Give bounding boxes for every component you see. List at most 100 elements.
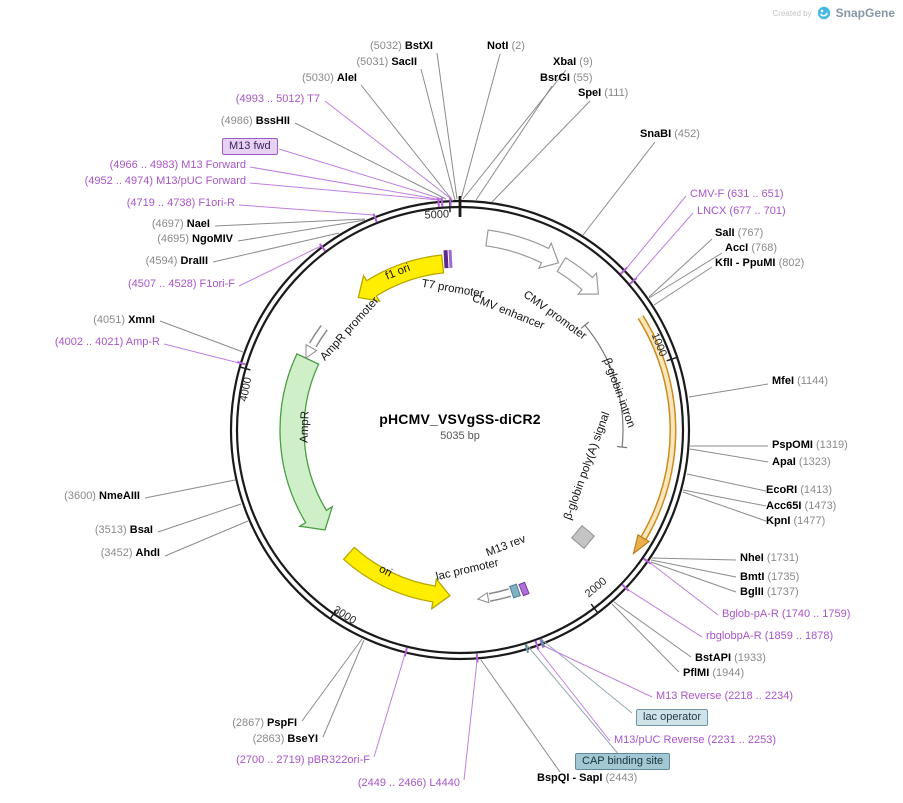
primer-label: (4966 .. 4983) M13 Forward [110,159,246,172]
primer-label: (4952 .. 4974) M13/pUC Forward [85,175,246,188]
enzyme-label: BmtI (1735) [740,571,799,584]
enzyme-label: (4051) XmnI [93,314,155,327]
site-name: BstXI [404,40,433,52]
enzyme-label: PspOMI (1319) [772,439,848,452]
site-name: KpnI [766,515,791,527]
plasmid-size: 5035 bp [440,430,480,442]
enzyme-label: SalI (767) [715,227,763,240]
site-name: BstAPI [695,652,732,664]
site-name: KflI - PpuMI [715,257,776,269]
enzyme-label: (5032) BstXI [370,40,433,53]
tick-3000: 3000 [331,604,358,627]
feature-ampr-arrow [279,353,334,531]
site-name: AhdI [135,547,160,559]
site-name: BmtI [740,571,765,583]
site-pos: (2443) [605,772,638,784]
feature-ampr-promoter-glyph [305,324,328,360]
site-name: PflMI [683,667,710,679]
site-name: pBR322ori-F [307,754,370,766]
snapgene-logo-icon [817,6,830,20]
site-name: Acc65I [766,500,802,512]
enzyme-label: PflMI (1944) [683,667,744,680]
enzyme-label: SnaBI (452) [640,128,700,141]
site-name: SacII [391,56,417,68]
site-name: NaeI [186,218,210,230]
enzyme-label: (4594) DraIII [146,255,208,268]
snapgene-credit: Created by SnapGene [773,6,896,20]
site-name: SpeI [578,87,602,99]
site-name: rbglobpA-R [706,630,762,642]
primer-label: CMV-F (631 .. 651) [690,188,784,201]
plasmid-backbone-circle [229,196,691,661]
site-name: NmeAIII [99,490,140,502]
site-pos: (1323) [798,456,831,468]
site-name: M13/pUC Reverse [614,734,705,746]
site-pos: (4594) [145,255,178,267]
primer-leader-lines [163,100,719,781]
site-name: ApaI [772,456,796,468]
site-pos: (631 .. 651) [727,188,784,200]
enzyme-label: EcoRI (1413) [766,484,832,497]
site-pos: (5030) [301,72,334,84]
site-name: CMV-F [690,188,725,200]
feature-f1-ori-arrow [357,254,445,302]
plasmid-title: pHCMV_VSVgSS-diCR2 5035 bp [330,411,590,442]
enzyme-label: (2863) BseYI [253,733,318,746]
site-pos: (4993 .. 5012) [235,93,305,105]
site-pos: (2867) [232,717,264,729]
site-pos: (767) [737,227,764,239]
site-name: M13 Reverse [656,690,722,702]
boxed-label-lac-operator: lac operator [636,709,709,726]
primer-label: (4719 .. 4738) F1ori-R [127,197,235,210]
boxed-label-m13-fwd: M13 fwd [222,138,278,155]
site-pos: (4986) [220,115,253,127]
site-name: F1ori-R [198,197,235,209]
enzyme-label: BspQI - SapI (2443) [537,772,637,785]
site-pos: (1735) [767,571,800,583]
enzyme-label: BsrGI (55) [540,72,593,85]
site-pos: (3600) [64,490,96,502]
enzyme-label: (3513) BsaI [95,524,153,537]
enzyme-label: NheI (1731) [740,552,799,565]
orange-arrowhead [632,534,650,555]
site-pos: (4051) [93,314,126,326]
feature-t7-promoter-glyph [443,249,453,269]
feature-lac-promoter-glyph [476,588,512,604]
site-pos: (111) [604,87,629,99]
site-name: BseYI [287,733,318,745]
enzyme-label: (4697) NaeI [152,218,210,231]
site-name: BsrGI [540,72,570,84]
site-pos: (55) [573,72,593,84]
enzyme-label: XbaI (9) [553,56,593,69]
site-pos: (4719 .. 4738) [126,197,196,209]
site-pos: (3452) [100,547,133,559]
enzyme-label: Acc65I (1473) [766,500,836,513]
credit-brand: SnapGene [835,6,895,20]
site-name: M13 Forward [181,159,246,171]
site-name: NotI [487,40,509,52]
site-pos: (4507 .. 4528) [127,278,197,290]
site-name: BglII [740,586,764,598]
enzyme-label: (3452) AhdI [101,547,160,560]
site-pos: (9) [579,56,593,68]
site-name: L4440 [429,777,460,789]
site-pos: (3513) [94,524,127,536]
credit-created-by: Created by [772,8,812,18]
primer-label: (2700 .. 2719) pBR322ori-F [236,754,370,767]
site-pos: (2) [511,40,525,52]
enzyme-leader-lines [144,52,769,773]
regulatory-site-ticks [524,638,546,654]
label-ori: ori [377,563,394,579]
enzyme-label: KpnI (1477) [766,515,825,528]
tick-2000: 2000 [583,575,609,600]
primer-label: (4002 .. 4021) Amp-R [55,336,160,349]
label-lac-promoter: lac promoter [435,557,500,583]
enzyme-label: NotI (2) [487,40,525,53]
site-pos: (677 .. 701) [729,205,786,217]
site-name: SnaBI [640,128,672,140]
feature-cmv-enhancer-arrow [485,229,560,270]
site-pos: (4966 .. 4983) [109,159,179,171]
site-pos: (452) [674,128,700,140]
feature-lac-operator-glyph [509,583,521,599]
